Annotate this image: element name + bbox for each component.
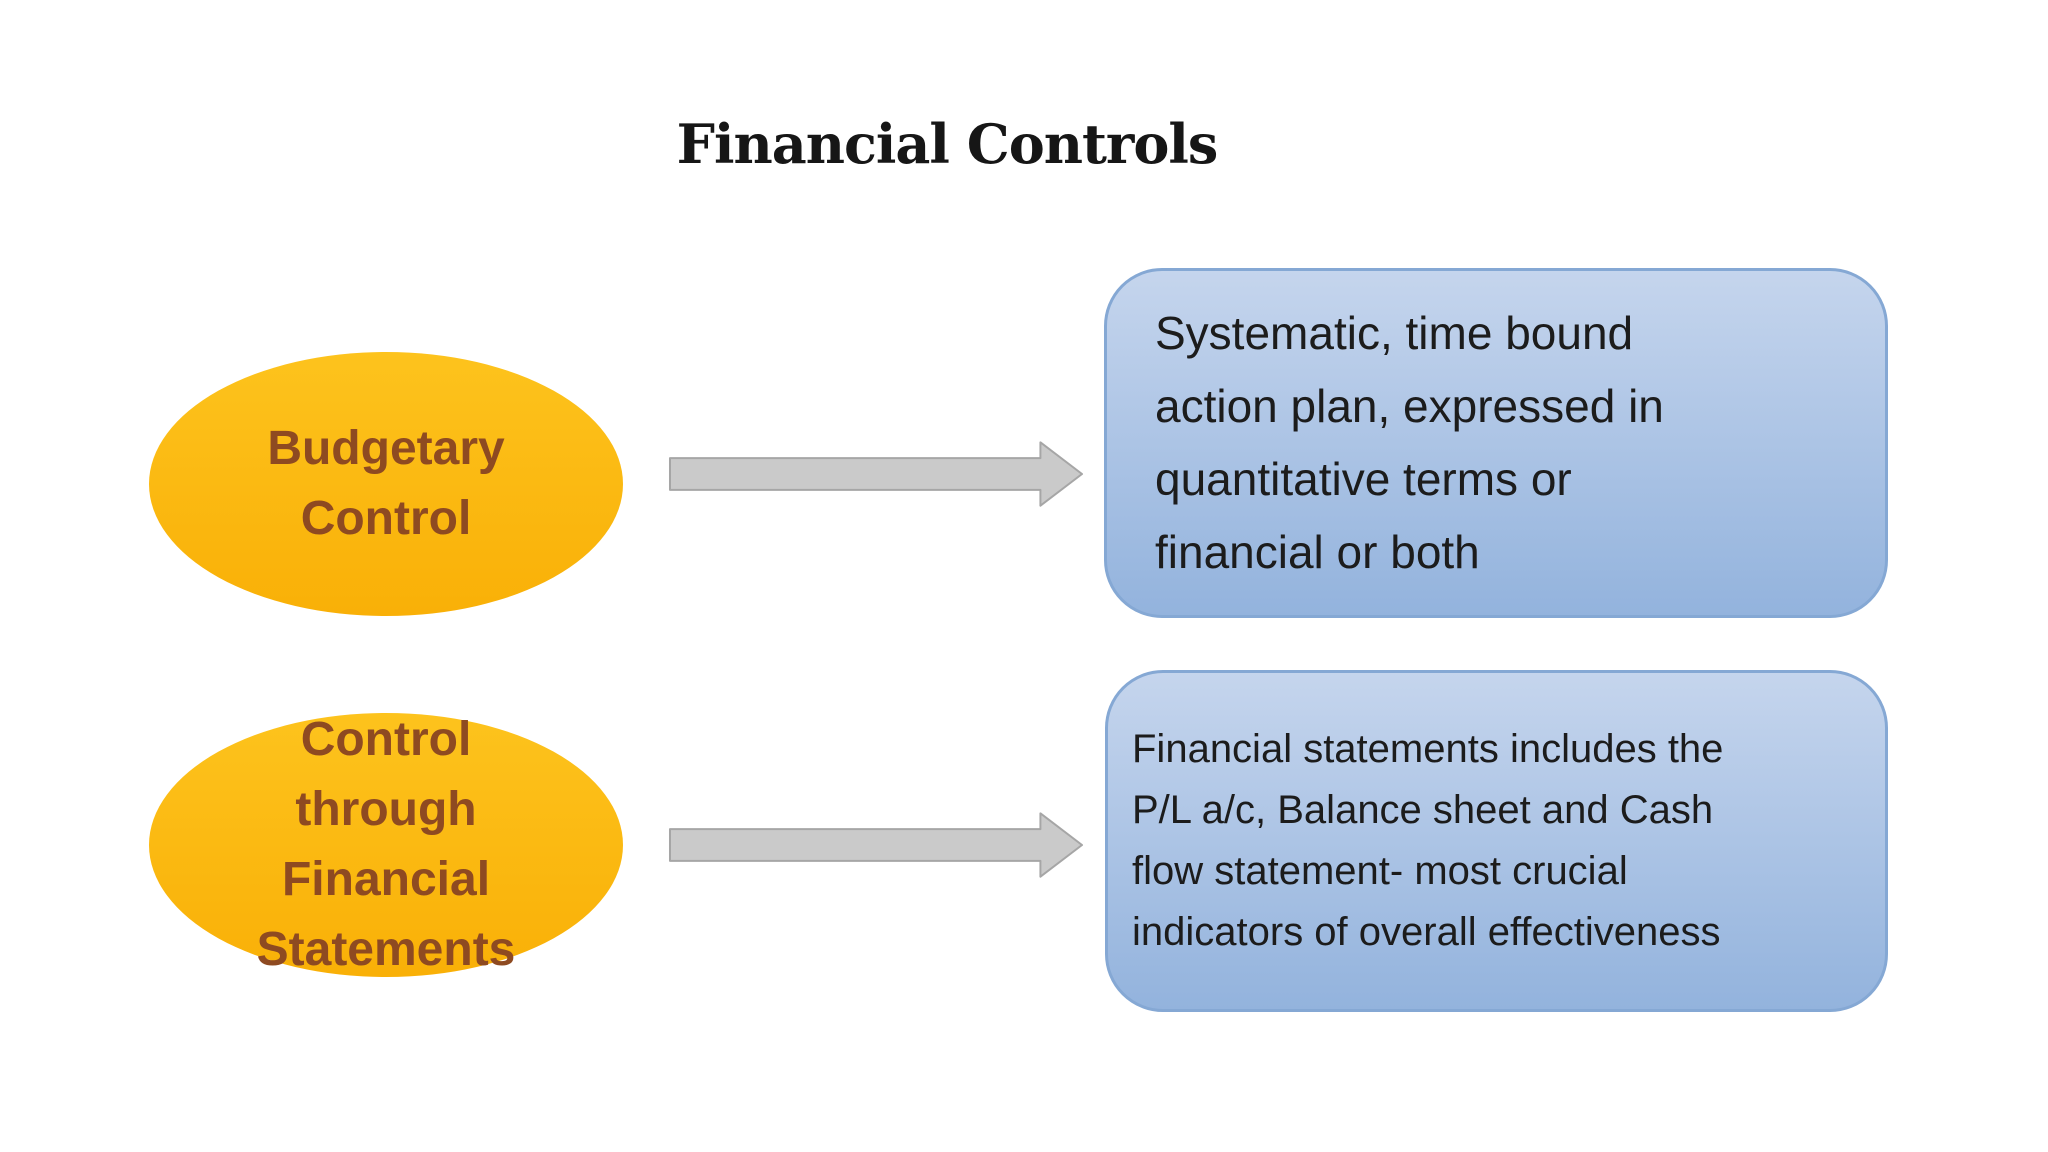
- info-box-text-line: action plan, expressed in: [1155, 380, 1664, 432]
- info-box-text-line: flow statement- most crucial: [1132, 849, 1628, 893]
- info-box-text-line: P/L a/c, Balance sheet and Cash: [1132, 788, 1714, 832]
- ellipse-label-line: Control: [300, 713, 472, 766]
- ellipse-label-line: Statements: [256, 923, 516, 976]
- info-box-text-line: financial or both: [1155, 526, 1480, 578]
- ellipse-budgetary-control-label: Budgetary Control: [267, 414, 504, 554]
- ellipse-label-line: Budgetary: [267, 422, 505, 475]
- info-box-financial-statements: Financial statements includes the P/L a/…: [1105, 670, 1888, 1012]
- info-box-text-line: quantitative terms or: [1155, 453, 1572, 505]
- ellipse-label-line: through: [295, 783, 477, 836]
- ellipse-control-through-financial-statements: Control through Financial Statements: [149, 713, 623, 977]
- info-box-text-line: Systematic, time bound: [1155, 307, 1634, 359]
- info-box-text-line: indicators of overall effectiveness: [1132, 910, 1721, 954]
- info-box-text-line: Financial statements includes the: [1132, 727, 1724, 771]
- arrow-right-icon: [668, 441, 1084, 507]
- ellipse-label-line: Control: [300, 492, 472, 545]
- page-title: Financial Controls: [676, 112, 1219, 176]
- info-box-budgetary-control: Systematic, time bound action plan, expr…: [1104, 268, 1888, 618]
- arrow-right-icon: [668, 812, 1084, 878]
- ellipse-budgetary-control: Budgetary Control: [149, 352, 623, 616]
- ellipse-label-line: Financial: [281, 853, 491, 906]
- ellipse-financial-statements-label: Control through Financial Statements: [257, 705, 516, 985]
